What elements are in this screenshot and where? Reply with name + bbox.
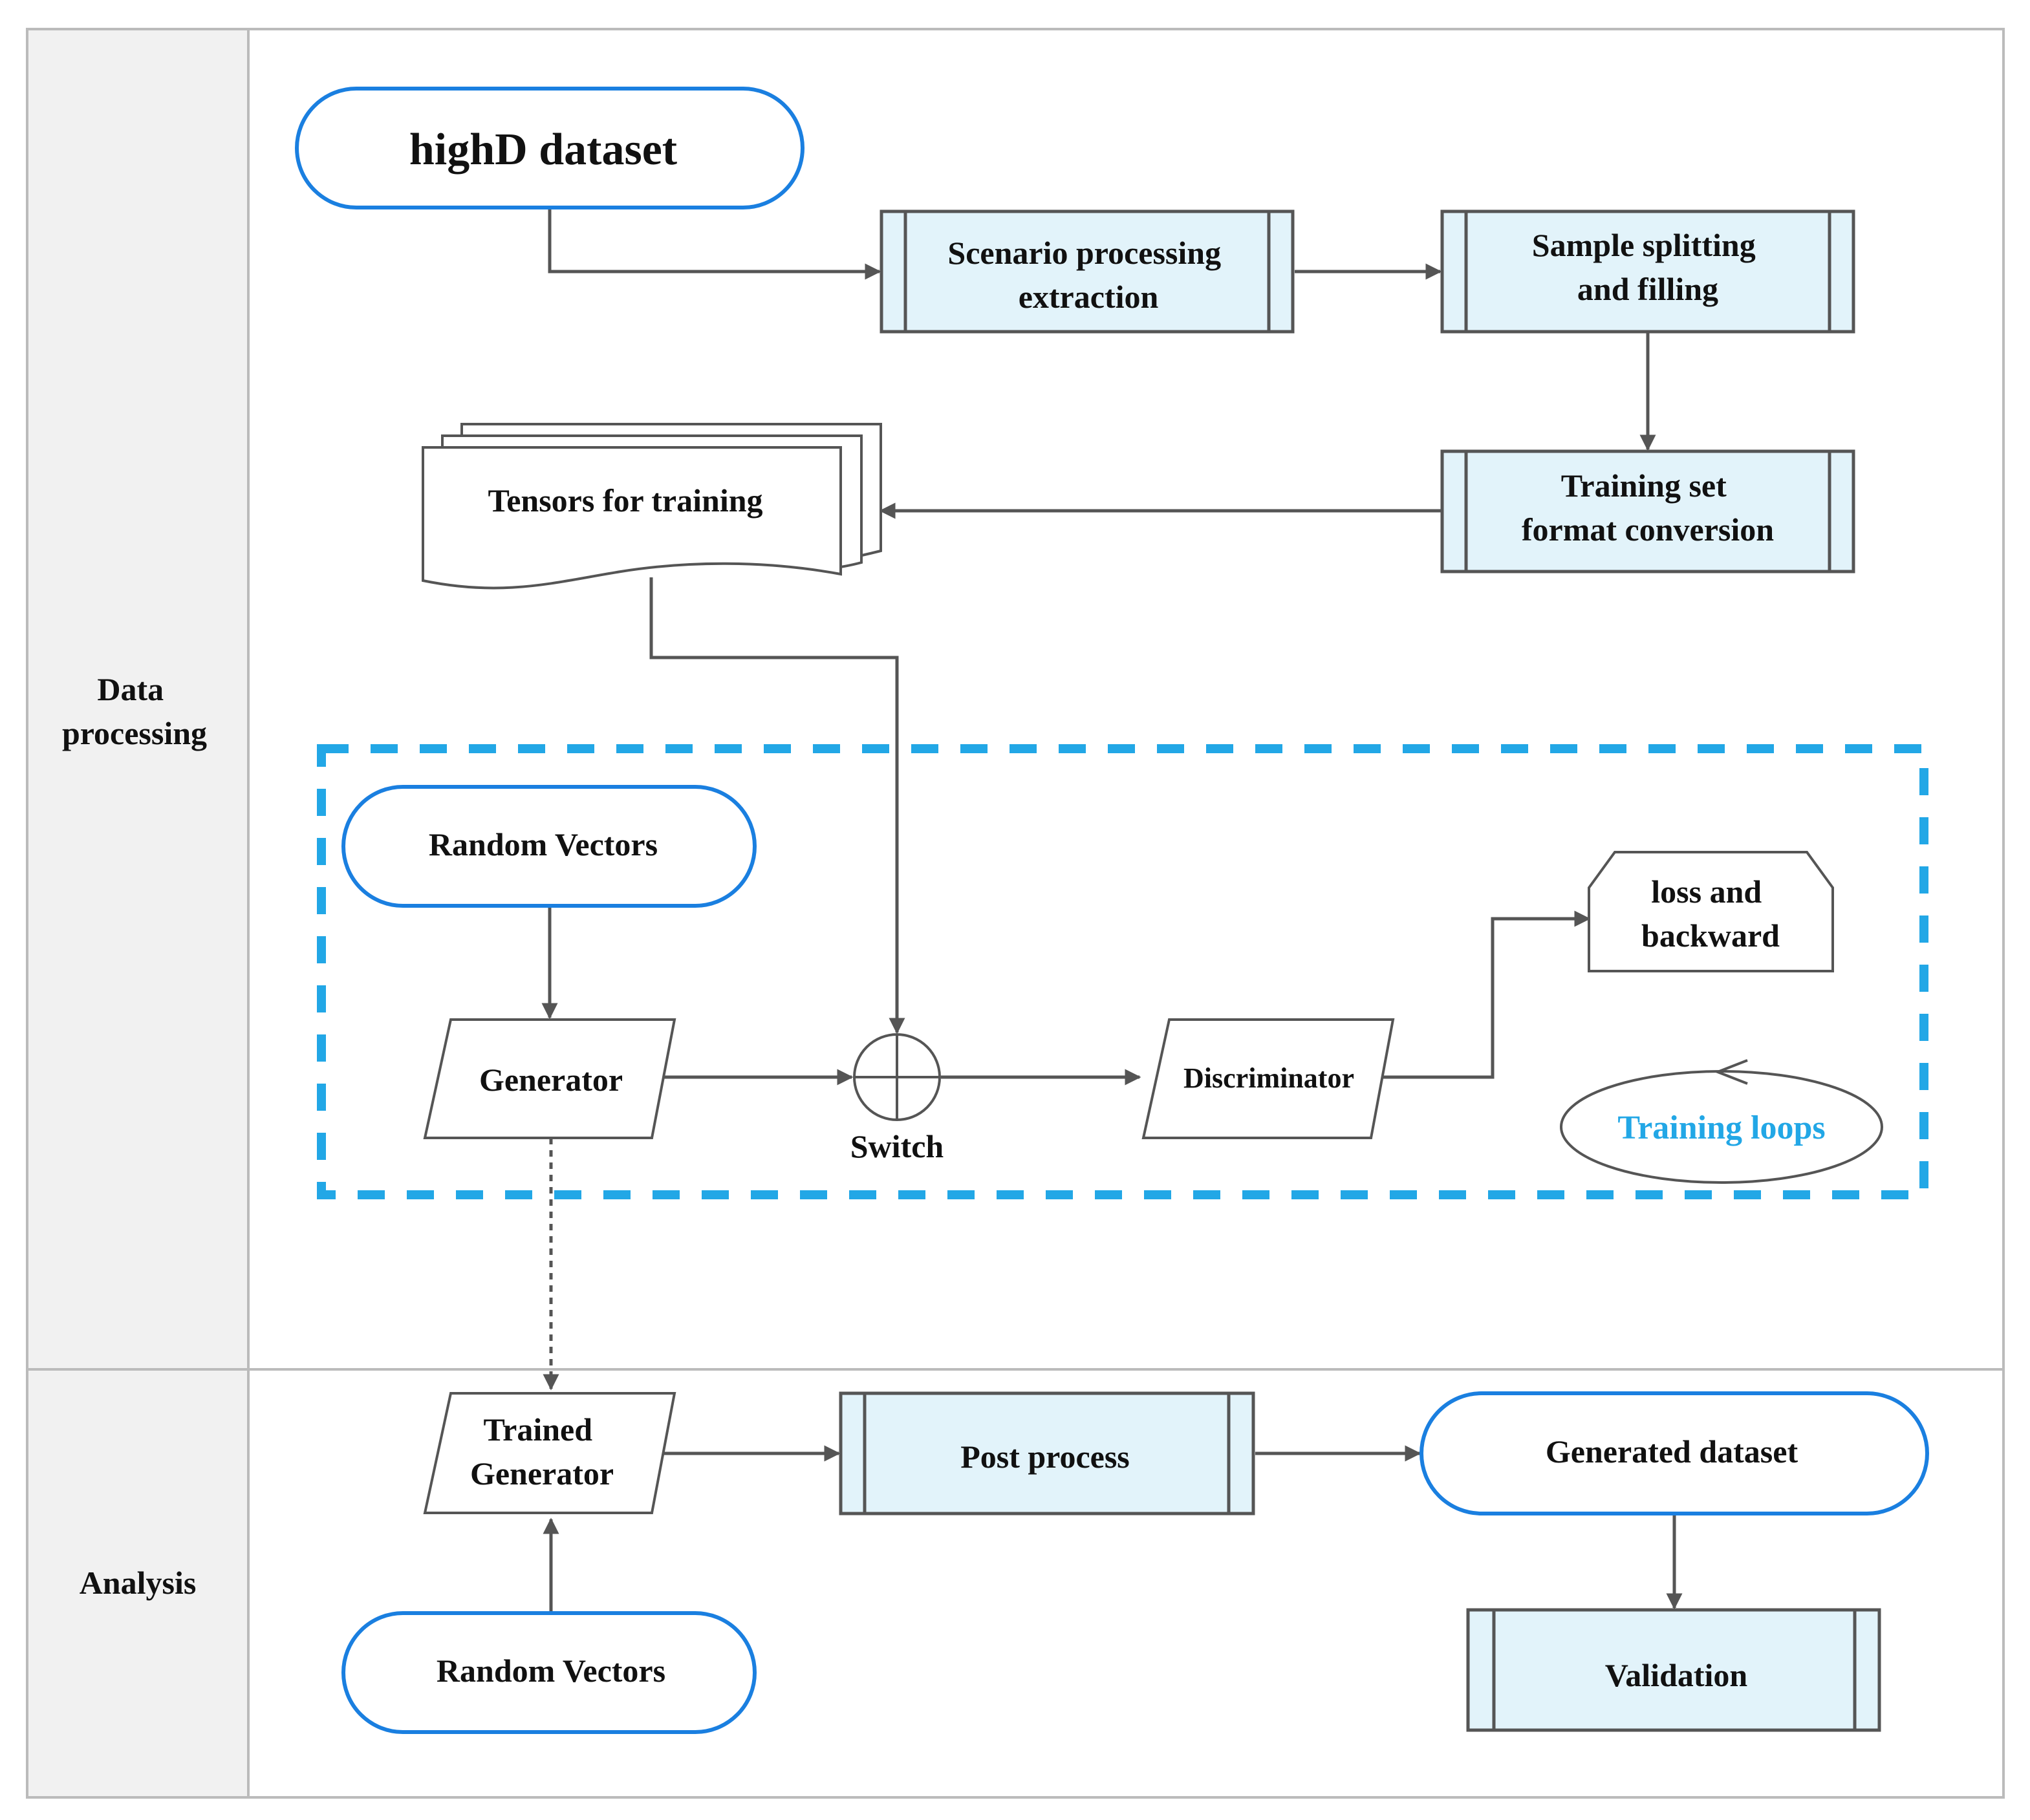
loss-and-backward-node: loss and backward bbox=[1588, 851, 1834, 972]
training-loop-region bbox=[317, 744, 1928, 1199]
validation-label: Validation bbox=[1605, 1657, 1748, 1693]
generator-label: Generator bbox=[479, 1062, 623, 1098]
training-loops-node: Training loops bbox=[1560, 1059, 1883, 1184]
lane-label-analysis: Analysis bbox=[80, 1565, 197, 1601]
discriminator-node: Discriminator bbox=[1141, 1018, 1395, 1139]
discriminator-label: Discriminator bbox=[1183, 1062, 1354, 1094]
tensors-for-training-node: Tensors for training bbox=[422, 423, 882, 590]
tensors-for-training-label: Tensors for training bbox=[488, 482, 762, 519]
lane-label-data-processing: Data processing bbox=[62, 671, 207, 751]
swimlane-frame bbox=[26, 28, 2005, 1799]
arrow-tensors-to-switch bbox=[649, 577, 905, 1034]
generated-dataset-node: Generated dataset bbox=[1420, 1391, 1929, 1515]
sample-splitting-label: Sample splitting and filling bbox=[1532, 227, 1764, 307]
switch-label: Switch bbox=[850, 1128, 944, 1164]
loop-arrow-icon bbox=[1714, 1059, 1748, 1085]
switch-node: Switch bbox=[850, 1033, 944, 1164]
arrow-highd-to-scenario bbox=[548, 208, 881, 280]
connectors bbox=[541, 208, 1683, 1611]
post-process-label: Post process bbox=[960, 1439, 1130, 1475]
loss-and-backward-label: loss and backward bbox=[1641, 873, 1780, 954]
random-vectors-top-node: Random Vectors bbox=[341, 785, 757, 908]
sample-splitting-node: Sample splitting and filling bbox=[1440, 209, 1855, 334]
random-vectors-bottom-label: Random Vectors bbox=[437, 1653, 665, 1689]
arrow-discriminator-to-loss bbox=[1371, 910, 1591, 1079]
training-set-format-label: Training set format conversion bbox=[1522, 467, 1774, 548]
highd-dataset-node: highD dataset bbox=[295, 87, 804, 209]
trained-generator-label: Trained Generator bbox=[470, 1411, 614, 1492]
post-process-node: Post process bbox=[839, 1391, 1255, 1515]
tensors-front-page bbox=[422, 446, 842, 590]
random-vectors-top-label: Random Vectors bbox=[429, 826, 658, 862]
training-loops-label: Training loops bbox=[1617, 1109, 1825, 1146]
training-set-format-node: Training set format conversion bbox=[1440, 449, 1855, 573]
trained-generator-node: Trained Generator bbox=[423, 1392, 676, 1514]
scenario-processing-label: Scenario processing extraction bbox=[947, 235, 1229, 315]
scenario-processing-node: Scenario processing extraction bbox=[880, 209, 1295, 334]
random-vectors-bottom-node: Random Vectors bbox=[341, 1611, 757, 1734]
generated-dataset-label: Generated dataset bbox=[1546, 1433, 1798, 1470]
validation-node: Validation bbox=[1466, 1608, 1881, 1732]
generator-node: Generator bbox=[423, 1018, 676, 1139]
highd-dataset-label: highD dataset bbox=[409, 125, 677, 175]
